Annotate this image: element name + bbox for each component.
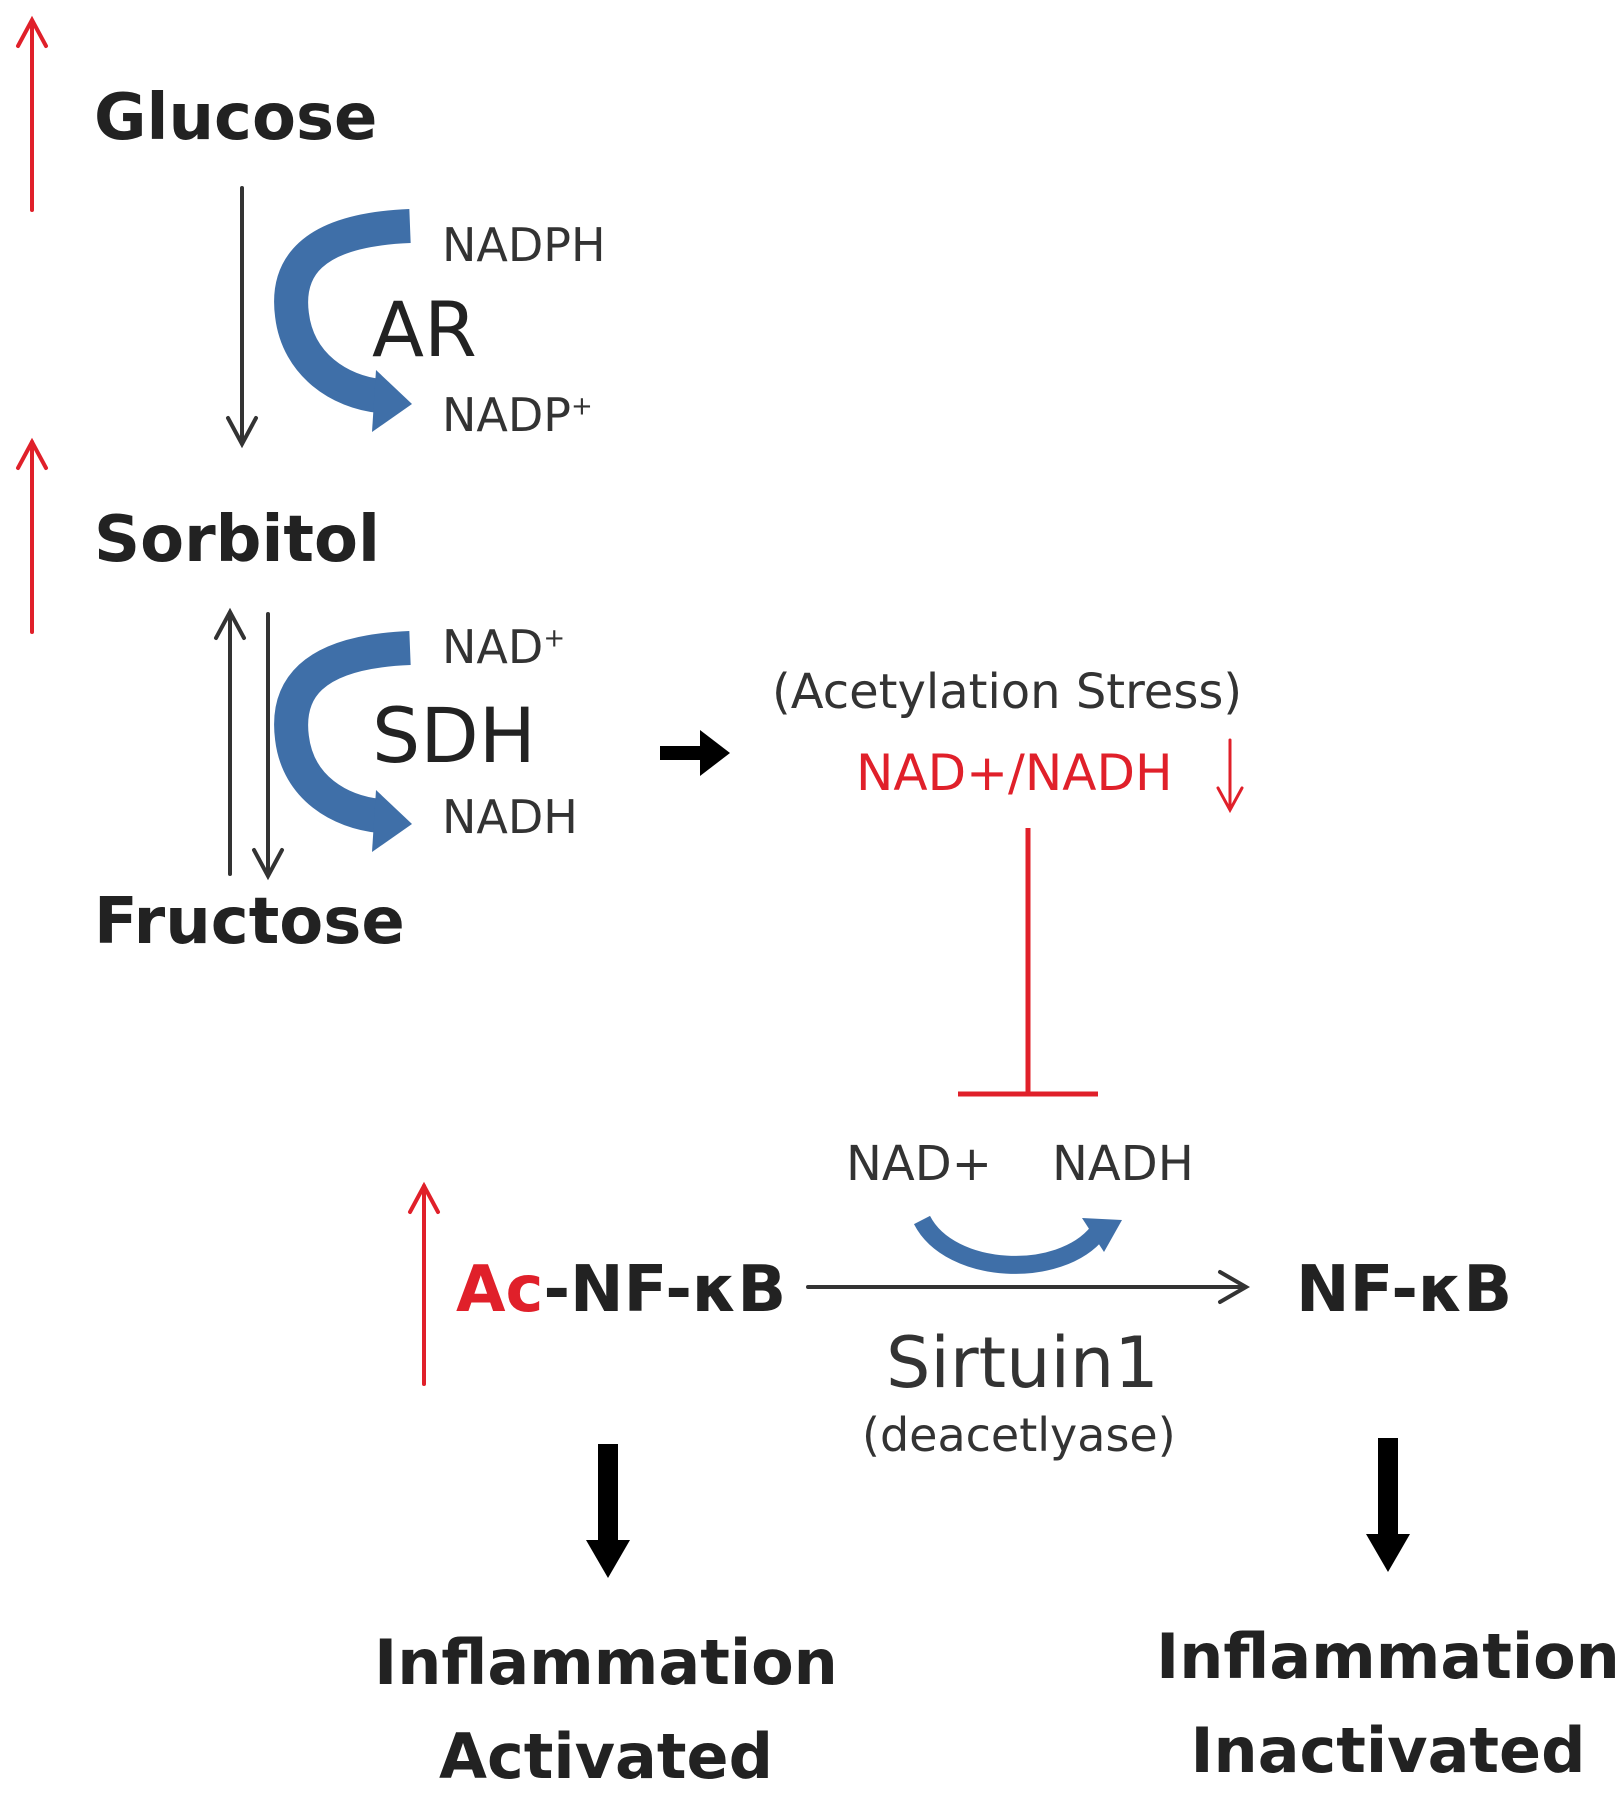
deacetylation-arrow [806, 1270, 1251, 1304]
nad-plus-bottom-label: NAD+ [846, 1136, 992, 1192]
glucose-to-sorbitol-arrow [226, 186, 258, 449]
red-up-arrow-sorbitol [16, 437, 48, 634]
sdh-enzyme-label: SDH [372, 691, 536, 780]
nadph-label: NADPH [442, 218, 606, 272]
sirtuin-deacetylase-note: (deacetlyase) [862, 1408, 1176, 1462]
inhibition-bar [958, 828, 1098, 1097]
outcome-left-line2: Activated [439, 1720, 773, 1793]
to-acetylation-stress-arrow [660, 730, 730, 776]
outcome-left-line1: Inflammation [374, 1626, 838, 1699]
red-up-arrow-ac-nfkb [408, 1181, 440, 1386]
sorbitol-label: Sorbitol [94, 503, 380, 577]
nad-plus-top-label: NAD+ [442, 620, 566, 674]
acetylation-stress-label: (Acetylation Stress) [772, 664, 1243, 720]
fructose-label: Fructose [94, 885, 405, 959]
red-up-arrow-glucose [16, 15, 48, 212]
outcome-right-line2: Inactivated [1190, 1714, 1586, 1787]
glucose-label: Glucose [94, 81, 378, 155]
nadh-bottom-label: NADH [1052, 1136, 1194, 1192]
ac-nfkb-label: Ac-NF-κB [456, 1253, 787, 1327]
ar-curved-arrow [274, 209, 412, 432]
down-arrow-right-outcome [1366, 1438, 1410, 1572]
red-down-arrow-ratio [1216, 738, 1244, 814]
nad-nadh-ratio-label: NAD+/NADH [856, 744, 1173, 802]
nfkb-label: NF-κB [1296, 1253, 1513, 1327]
sorbitol-fructose-reversible-arrows [214, 607, 284, 881]
sdh-curved-arrow [274, 631, 412, 852]
sirtuin1-label: Sirtuin1 [886, 1322, 1159, 1404]
nadp-plus-label: NADP+ [442, 388, 593, 442]
sirtuin-cofactor-arrow [913, 1215, 1122, 1274]
outcome-right-line1: Inflammation [1156, 1620, 1620, 1693]
ar-enzyme-label: AR [372, 285, 477, 374]
down-arrow-left-outcome [586, 1444, 630, 1578]
nadh-top-label: NADH [442, 790, 578, 844]
